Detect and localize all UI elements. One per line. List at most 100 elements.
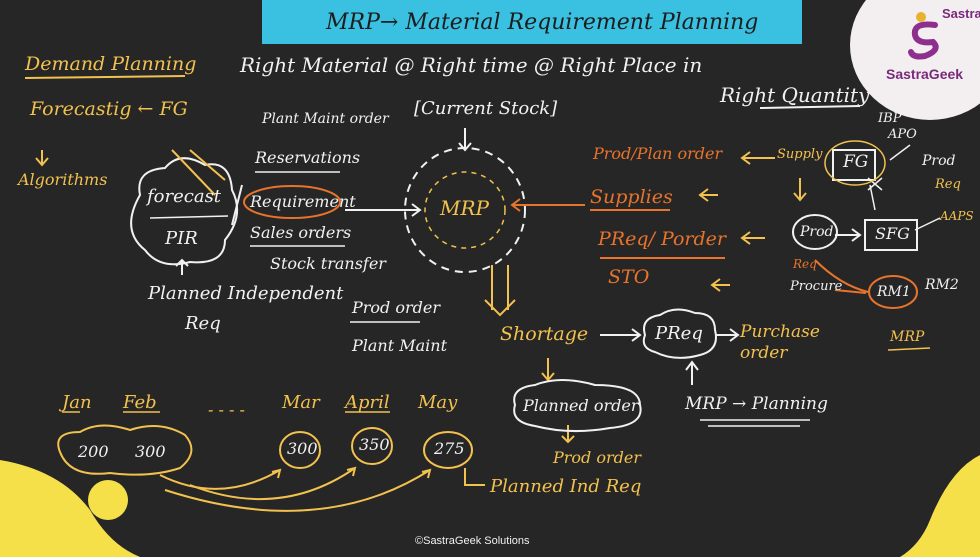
copyright-footer: ©SastraGeek Solutions (415, 535, 530, 547)
sales-orders-label: Sales orders (250, 223, 352, 242)
pir-label: PIR (165, 228, 198, 249)
prod-order-label: Prod order (352, 298, 441, 317)
title-banner (262, 0, 802, 44)
month-jan: Jan (62, 392, 92, 413)
requirement-label: Requirement (250, 192, 356, 211)
mrp-right-label: MRP (890, 329, 925, 345)
planned-order-label: Planned order (523, 396, 639, 415)
stock-transfer-label: Stock transfer (270, 254, 386, 273)
fg-cloud (824, 140, 886, 186)
preq-label: PReq (655, 323, 703, 344)
fg-box (832, 149, 876, 181)
procure-label: Procure (790, 279, 843, 294)
arrow-req-rm1 (814, 259, 869, 293)
arrow-left-2 (698, 188, 718, 202)
arrow-procure-rm1 (834, 289, 867, 294)
forecast-label: forecast (147, 186, 222, 207)
arrow-preq-purchase (715, 328, 740, 342)
month-mar: Mar (282, 392, 320, 413)
month-april: April (345, 392, 390, 413)
arrow-supplies-to-mrp (510, 198, 585, 212)
arrow-planned-down (561, 425, 575, 444)
purchase-order-label: Purchase order (740, 322, 820, 364)
apo-label: APO (888, 127, 917, 142)
rm1-label: RM1 (877, 284, 911, 300)
forecast-cloud (130, 157, 239, 266)
arrow-req-to-mrp (345, 203, 422, 217)
req-small-label: Req (793, 257, 817, 271)
underline-mrp-right (887, 347, 931, 351)
supply-label: Supply (777, 147, 823, 162)
reservations-label: Reservations (255, 148, 361, 167)
may-to-planned (464, 468, 485, 486)
req-label: Req (185, 313, 221, 334)
prod-mid-label: Prod (800, 224, 834, 240)
value-mar: 300 (287, 439, 318, 458)
arrow-supply-down (793, 178, 807, 202)
banner-title: MRP→ Material Requirement Planning (326, 10, 759, 35)
may-circle (423, 431, 473, 469)
forecast-divider (149, 215, 229, 219)
sfg-label: SFG (875, 224, 910, 243)
corner-blob-right (900, 455, 980, 557)
arrow-left-3 (740, 231, 765, 245)
value-april: 350 (359, 435, 390, 454)
forecast-slash (171, 149, 226, 196)
fg-label: FG (843, 152, 869, 172)
timeline-dots: - - - - (208, 400, 245, 419)
rm1-circle (868, 275, 918, 309)
month-feb: Feb (123, 392, 157, 413)
corner-dot (88, 480, 128, 520)
algorithms-label: Algorithms (18, 170, 108, 189)
requirement-oval (243, 185, 341, 219)
arrow-prod-sfg (835, 228, 862, 242)
current-stock-label: [Current Stock] (414, 98, 558, 119)
mrp-inner-circle (424, 171, 506, 249)
arrow-shortage-preq (600, 328, 642, 342)
aaps-label: AAPS (940, 209, 974, 223)
rm2-label: RM2 (925, 277, 959, 293)
value-feb: 300 (135, 442, 166, 461)
value-jan: 200 (78, 442, 109, 461)
logo-name: SastraGeek (886, 66, 964, 82)
april-circle (351, 427, 393, 465)
underline-demand (24, 75, 186, 79)
req-right-label: Req (935, 177, 961, 192)
arrow-mrp-down (484, 265, 516, 317)
plant-maint-label: Plant Maint (352, 336, 448, 355)
preq-porder-label: PReq/ Porder (598, 228, 726, 250)
prod-order-2-label: Prod order (553, 448, 642, 467)
tagline-line-1: Right Material @ Right time @ Right Plac… (240, 53, 703, 77)
logo-top-text: Sastra (942, 6, 980, 21)
arrow-fg-sfg (869, 184, 876, 211)
plant-maint-order-label: Plant Maint order (262, 111, 389, 127)
arrow-up-preq (685, 360, 699, 385)
separator-slash (231, 184, 243, 226)
shortage-label: Shortage (500, 323, 589, 345)
value-may: 275 (434, 439, 465, 458)
sto-label: STO (608, 266, 650, 288)
ibp-label: IBP (878, 111, 902, 126)
corner-blob-left (0, 460, 140, 557)
timeline-curve-1 (159, 468, 282, 490)
planned-order-cloud (513, 379, 642, 433)
timeline-curve-3 (164, 468, 432, 512)
prod-circle (792, 214, 838, 250)
underline-quantity (759, 105, 861, 109)
planned-independent-label: Planned Independent (148, 283, 344, 304)
prod-plan-order-label: Prod/Plan order (593, 144, 723, 163)
preq-cloud (642, 308, 717, 359)
arrow-left-4 (710, 278, 730, 292)
sfg-box (864, 219, 918, 251)
prod-top-label: Prod (922, 153, 956, 169)
demand-planning-label: Demand Planning (25, 53, 197, 75)
arrow-shortage-down (541, 358, 555, 382)
supplies-label: Supplies (590, 186, 673, 208)
tagline-line-2: Right Quantity (720, 83, 870, 107)
month-may: May (418, 392, 458, 413)
mrp-planning-label: MRP → Planning (685, 394, 828, 414)
arrow-ibp (889, 144, 911, 161)
arrow-stock-down (458, 128, 472, 152)
timeline-curve-2 (189, 466, 357, 501)
